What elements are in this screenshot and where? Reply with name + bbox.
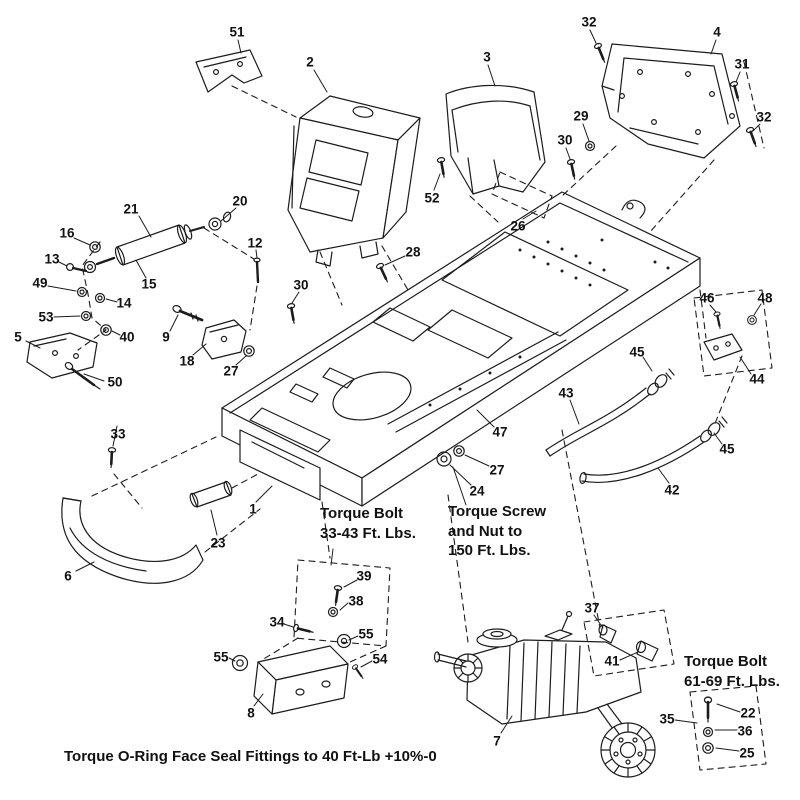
note-line: 33-43 Ft. Lbs. bbox=[320, 524, 416, 542]
callout-53: 53 bbox=[38, 309, 54, 325]
callout-25: 25 bbox=[739, 745, 755, 761]
hose-43-part bbox=[545, 368, 675, 457]
callout-4: 4 bbox=[713, 24, 721, 40]
note-line: Torque Screw bbox=[448, 503, 547, 520]
note-torque-screw-nut: Torque Screw and Nut to 150 Ft. Lbs. bbox=[448, 502, 546, 561]
callout-8: 8 bbox=[247, 705, 255, 721]
callout-15: 15 bbox=[141, 276, 157, 292]
main-frame-part bbox=[221, 191, 701, 507]
cover-part bbox=[445, 84, 546, 195]
callout-13: 13 bbox=[44, 251, 60, 267]
callout-14: 14 bbox=[116, 295, 132, 311]
callout-27: 27 bbox=[223, 363, 239, 379]
callout-30: 30 bbox=[557, 132, 573, 148]
callout-29: 29 bbox=[573, 108, 589, 124]
callout-21: 21 bbox=[123, 201, 139, 217]
callout-7: 7 bbox=[493, 733, 501, 749]
callout-50: 50 bbox=[107, 374, 123, 390]
note-line: 150 Ft. Lbs. bbox=[448, 542, 531, 559]
callout-6: 6 bbox=[64, 568, 72, 584]
callout-2: 2 bbox=[306, 54, 314, 70]
callout-33: 33 bbox=[110, 426, 126, 442]
callout-45: 45 bbox=[719, 441, 735, 457]
callout-1: 1 bbox=[249, 501, 257, 517]
callout-55: 55 bbox=[358, 626, 374, 642]
hose-42-part bbox=[579, 416, 728, 485]
callout-30: 30 bbox=[293, 277, 309, 293]
callout-48: 48 bbox=[757, 290, 773, 306]
note-line: Torque Bolt bbox=[684, 653, 768, 670]
note-torque-bolt-upper: Torque Bolt 33-43 Ft. Lbs. bbox=[320, 504, 416, 543]
callout-5: 5 bbox=[14, 329, 22, 345]
callout-28: 28 bbox=[405, 244, 421, 260]
callout-51: 51 bbox=[229, 24, 245, 40]
callout-52: 52 bbox=[424, 190, 440, 206]
callout-35: 35 bbox=[659, 711, 675, 727]
callout-54: 54 bbox=[372, 651, 388, 667]
callout-9: 9 bbox=[162, 329, 170, 345]
callout-38: 38 bbox=[348, 593, 364, 609]
callout-23: 23 bbox=[210, 535, 226, 551]
note-oring-torque: Torque O-Ring Face Seal Fittings to 40 F… bbox=[64, 748, 437, 765]
transaxle-part bbox=[433, 610, 656, 778]
callout-46: 46 bbox=[699, 290, 715, 306]
callout-40: 40 bbox=[119, 329, 135, 345]
callout-18: 18 bbox=[179, 353, 195, 369]
pivot-bracket-part bbox=[172, 257, 261, 360]
callout-24: 24 bbox=[469, 483, 485, 499]
console-bracket-part bbox=[287, 95, 421, 267]
callout-27: 27 bbox=[489, 462, 505, 478]
side-plate-part bbox=[703, 310, 757, 361]
callout-43: 43 bbox=[558, 385, 574, 401]
top-bracket-part bbox=[195, 49, 263, 93]
spacer-part bbox=[106, 446, 233, 508]
callout-31: 31 bbox=[734, 56, 750, 72]
note-line: and Nut to bbox=[448, 522, 523, 540]
rear-bracket-part bbox=[601, 43, 741, 159]
hitch-bracket-part bbox=[231, 583, 367, 715]
shock-absorber-part bbox=[83, 211, 232, 274]
callout-36: 36 bbox=[737, 723, 753, 739]
callout-42: 42 bbox=[664, 482, 680, 498]
callout-12: 12 bbox=[247, 235, 263, 251]
callout-20: 20 bbox=[232, 193, 248, 209]
callout-39: 39 bbox=[356, 568, 372, 584]
callout-16: 16 bbox=[59, 225, 75, 241]
callout-32: 32 bbox=[581, 14, 597, 30]
callout-45: 45 bbox=[629, 344, 645, 360]
callout-55: 55 bbox=[213, 649, 229, 665]
callout-49: 49 bbox=[32, 275, 48, 291]
elbow-fittings-parts bbox=[598, 624, 659, 662]
note-line: 61-69 Ft. Lbs. bbox=[684, 672, 780, 690]
callout-3: 3 bbox=[483, 49, 491, 65]
leader-lines bbox=[25, 29, 762, 752]
bumper-part bbox=[61, 497, 204, 584]
note-line: Torque Bolt bbox=[320, 505, 404, 522]
shock-hardware-parts bbox=[65, 241, 112, 336]
callout-41: 41 bbox=[604, 653, 620, 669]
callout-44: 44 bbox=[749, 371, 765, 387]
callout-34: 34 bbox=[269, 614, 285, 630]
fastener-parts bbox=[285, 41, 761, 754]
callout-26: 26 bbox=[510, 218, 526, 234]
anchor-plate-part bbox=[26, 332, 101, 390]
callout-22: 22 bbox=[740, 705, 756, 721]
frame-bolt-holes bbox=[428, 238, 670, 407]
note-torque-bolt-lower: Torque Bolt 61-69 Ft. Lbs. bbox=[684, 652, 780, 691]
callout-32: 32 bbox=[756, 109, 772, 125]
callout-47: 47 bbox=[492, 424, 508, 440]
dashed-alignment-lines bbox=[77, 61, 773, 771]
callout-37: 37 bbox=[584, 600, 600, 616]
